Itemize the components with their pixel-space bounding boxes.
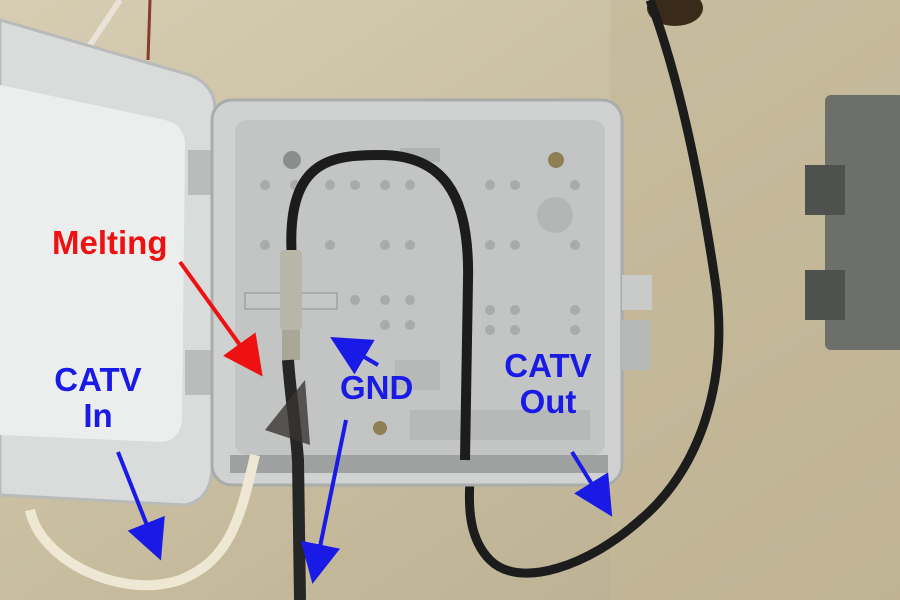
label-catv-out: CATV Out	[498, 348, 598, 420]
enclosure-pegs	[260, 180, 580, 335]
gnd-arrow-up	[330, 336, 380, 375]
catv-in-arrow	[116, 451, 165, 561]
coax-loop	[286, 149, 474, 461]
mount-screw	[373, 421, 387, 435]
enclosure-boss	[537, 197, 573, 233]
label-melting: Melting	[52, 224, 168, 261]
box-bracket-top	[805, 165, 845, 215]
side-mount-lug	[620, 320, 650, 370]
catv-out-arrow	[570, 450, 613, 517]
label-catv-in-line1: CATV	[54, 361, 142, 398]
enclosure-slot	[395, 360, 440, 390]
enclosure-plate	[410, 410, 590, 440]
lid-inner	[0, 85, 185, 442]
enclosure-interior	[235, 120, 605, 455]
melting-arrow	[178, 260, 263, 377]
wall-wire-red	[146, 0, 152, 61]
catv-out-cable	[464, 0, 724, 578]
mount-screw	[283, 151, 301, 169]
label-gnd: GND	[340, 369, 414, 406]
coax-connector	[280, 250, 302, 330]
label-catv-out-line2: Out	[519, 383, 577, 420]
side-mount-tab	[622, 275, 652, 310]
catv-in-cable	[25, 453, 260, 591]
lid-hinge-bottom	[185, 350, 215, 395]
label-catv-out-line1: CATV	[504, 347, 592, 384]
label-catv-in: CATV In	[48, 362, 148, 434]
mount-screw	[548, 152, 564, 168]
box-bracket-bottom	[805, 270, 845, 320]
melt-damage	[265, 380, 310, 445]
gnd-arrow-down	[300, 419, 348, 584]
enclosure-bottom-rail	[230, 455, 608, 473]
coax-connector-lower	[282, 330, 300, 360]
label-catv-in-line2: In	[83, 397, 113, 434]
